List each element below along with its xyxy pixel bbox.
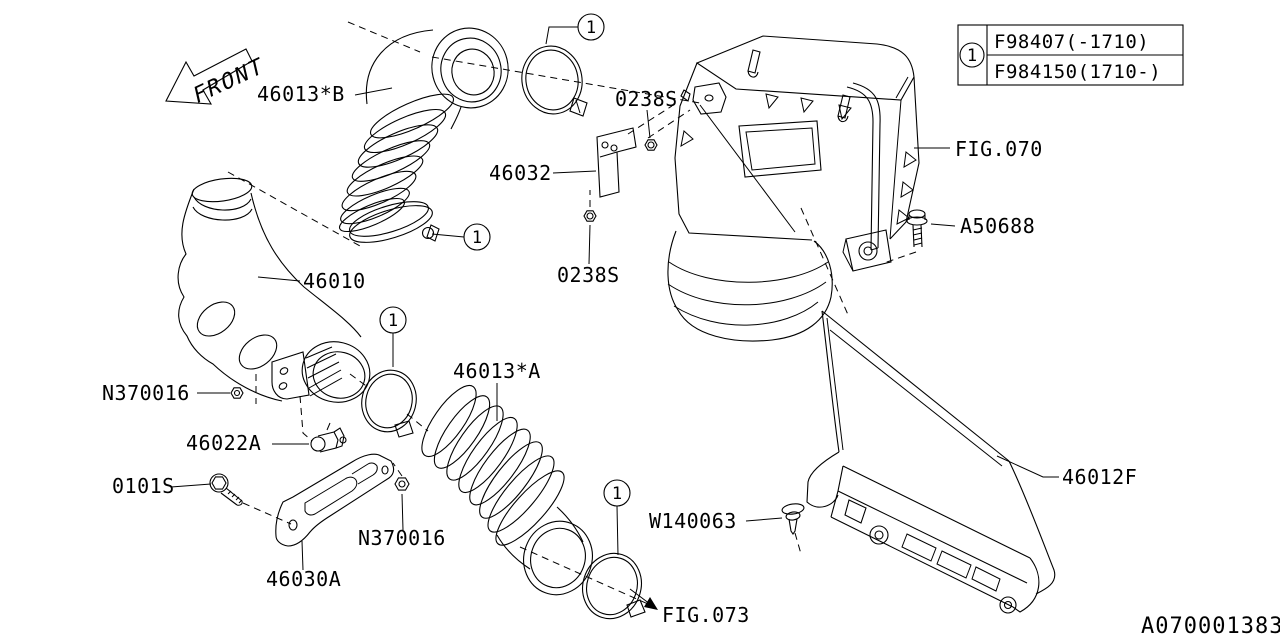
callout-leader-lines [170, 26, 1059, 610]
label-46010[interactable]: 46010 [303, 269, 366, 293]
front-direction-arrow: FRONT [165, 48, 266, 110]
case-strap [846, 86, 874, 251]
label-0101S[interactable]: 0101S [112, 474, 175, 498]
part-nut-N370016-left [230, 387, 244, 399]
callout-marker-number[interactable]: 1 [586, 18, 596, 38]
part-nut-0238S-lower [583, 210, 597, 222]
label-N370016-right[interactable]: N370016 [358, 526, 446, 550]
legend-marker-circle [959, 42, 985, 68]
label-FIG073[interactable]: FIG.073 [662, 603, 750, 627]
part-nut-N370016-right [394, 477, 410, 491]
part-clamp-hoseA-top [361, 369, 417, 438]
part-clip-W140063 [781, 503, 805, 535]
label-46030A[interactable]: 46030A [266, 567, 341, 591]
callout-marker-number[interactable]: 1 [388, 311, 398, 331]
assembly-dashed-lines [227, 21, 917, 605]
label-0238S-upper[interactable]: 0238S [615, 87, 678, 111]
legend-table: 1 F98407(-1710) F984150(1710-) [957, 24, 1184, 86]
label-N370016-left[interactable]: N370016 [102, 381, 190, 405]
callout-marker-number[interactable]: 1 [612, 484, 622, 504]
part-nut-0238S-upper [644, 139, 658, 151]
label-46032[interactable]: 46032 [489, 161, 552, 185]
part-screw-A50688 [906, 209, 928, 248]
part-hose-46013A [421, 384, 593, 596]
case-spring-clip [837, 94, 851, 123]
label-A50688[interactable]: A50688 [960, 214, 1035, 238]
label-FIG070[interactable]: FIG.070 [955, 137, 1043, 161]
callout-marker-1-hoseA-clamp[interactable]: 1 [379, 306, 407, 334]
part-hose-46013B [338, 27, 509, 233]
case-spring-clip [747, 49, 761, 78]
part-clamp-hoseB-top [521, 45, 588, 117]
part-cushion-46022A [310, 422, 347, 453]
part-clamp-hoseB-bottom [349, 201, 440, 243]
label-46022A[interactable]: 46022A [186, 431, 261, 455]
label-46012F[interactable]: 46012F [1062, 465, 1137, 489]
part-bracket-46032 [596, 127, 637, 198]
front-arrow-outline [165, 48, 253, 105]
part-bracket-46030A [275, 453, 395, 547]
case-inlet-snout [692, 82, 727, 115]
callout-marker-1-hoseB-clamp[interactable]: 1 [463, 223, 491, 251]
fig073-arrowhead [644, 597, 658, 610]
legend-row-0[interactable]: F98407(-1710) [994, 31, 1149, 53]
part-bolt-0101S [209, 473, 243, 506]
label-0238S-lower[interactable]: 0238S [557, 263, 620, 287]
callout-marker-number[interactable]: 1 [472, 228, 482, 248]
label-46013B[interactable]: 46013*B [257, 82, 345, 106]
case-mount-bracket [842, 229, 892, 272]
legend-marker-number: 1 [967, 46, 977, 66]
callout-marker-1-top[interactable]: 1 [577, 13, 605, 41]
drawing-number: A070001383 [1141, 614, 1280, 639]
callout-marker-1-bottom-clamp[interactable]: 1 [603, 479, 631, 507]
label-46013A[interactable]: 46013*A [453, 359, 541, 383]
part-duct-cover-46012F [806, 310, 1056, 614]
label-W140063[interactable]: W140063 [649, 509, 737, 533]
duct-mount-tab [271, 351, 310, 400]
front-label: FRONT [191, 52, 266, 110]
legend-row-1[interactable]: F984150(1710-) [994, 61, 1161, 83]
part-number-labels: 46013*B 46032 0238S 0238S 46010 46013*A … [102, 82, 1137, 627]
part-air-cleaner-case-fig070 [667, 35, 920, 342]
